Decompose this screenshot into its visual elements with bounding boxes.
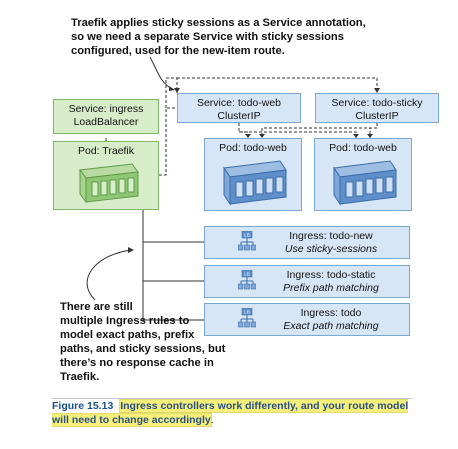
ingress-subtitle: Use sticky-sessions xyxy=(284,243,378,255)
pod-traefik-label: Pod: Traefik xyxy=(77,145,135,157)
pod-todo-web-label: Pod: todo-web xyxy=(219,142,287,154)
top-annotation-line: so we need a separate Service with stick… xyxy=(71,31,344,43)
lb-label: LB xyxy=(244,272,250,277)
service-todo-sticky-name: Service: todo-sticky xyxy=(331,97,423,109)
load-balancer-icon: LB xyxy=(238,270,256,290)
figure-caption: Figure 15.13 Ingress controllers work di… xyxy=(52,399,412,427)
bottom-annotation-line: model exact paths, prefix xyxy=(60,329,195,341)
ingress-title: Ingress: todo-static xyxy=(286,269,376,281)
pod-traefik-box: Pod: Traefik xyxy=(53,141,159,210)
figure-number: Figure 15.13 xyxy=(52,400,114,412)
pod-todo-web-label: Pod: todo-web xyxy=(329,142,397,154)
ingress-title: Ingress: todo-new xyxy=(289,230,373,242)
container-icon xyxy=(79,163,139,204)
ingress-subtitle: Prefix path matching xyxy=(283,282,379,294)
caption-rule xyxy=(52,398,412,399)
bottom-annotation-line: there’s no response cache in Traefik. xyxy=(60,357,214,383)
ingress-todo-box: LB Ingress: todo Exact path matching xyxy=(204,303,410,336)
pod-todo-web-box: Pod: todo-web xyxy=(314,138,412,211)
ingress-todo-new-box: LB Ingress: todo-new Use sticky-sessions xyxy=(204,226,410,259)
top-annotation: Traefik applies sticky sessions as a Ser… xyxy=(71,16,416,58)
bottom-annotation-line: There are still xyxy=(60,301,133,313)
pod-todo-web-box: Pod: todo-web xyxy=(204,138,302,211)
lb-label: LB xyxy=(244,233,250,238)
top-annotation-line: configured, used for the new-item route. xyxy=(71,45,285,57)
service-ingress-box: Service: ingress LoadBalancer xyxy=(53,99,159,134)
bottom-annotation-line: paths, and sticky sessions, but xyxy=(60,343,226,355)
ingress-todo-static-box: LB Ingress: todo-static Prefix path matc… xyxy=(204,265,410,298)
load-balancer-icon: LB xyxy=(238,308,256,328)
top-annotation-line: Traefik applies sticky sessions as a Ser… xyxy=(71,17,366,29)
caption-end: . xyxy=(210,414,214,426)
service-todo-sticky-type: ClusterIP xyxy=(355,110,399,122)
load-balancer-icon: LB xyxy=(238,231,256,251)
lb-label: LB xyxy=(244,310,250,315)
service-todo-web-type: ClusterIP xyxy=(217,110,261,122)
container-icon xyxy=(333,160,397,206)
ingress-subtitle: Exact path matching xyxy=(283,320,379,332)
bottom-annotation-line: multiple Ingress rules to xyxy=(60,315,190,327)
bottom-annotation: There are still multiple Ingress rules t… xyxy=(60,300,235,384)
ingress-title: Ingress: todo xyxy=(300,307,362,319)
service-todo-web-box: Service: todo-web ClusterIP xyxy=(177,93,301,123)
service-todo-web-name: Service: todo-web xyxy=(196,97,282,109)
service-todo-sticky-box: Service: todo-sticky ClusterIP xyxy=(315,93,439,123)
service-ingress-name: Service: ingress xyxy=(68,103,144,115)
container-icon xyxy=(223,160,287,206)
service-ingress-type: LoadBalancer xyxy=(73,116,139,128)
